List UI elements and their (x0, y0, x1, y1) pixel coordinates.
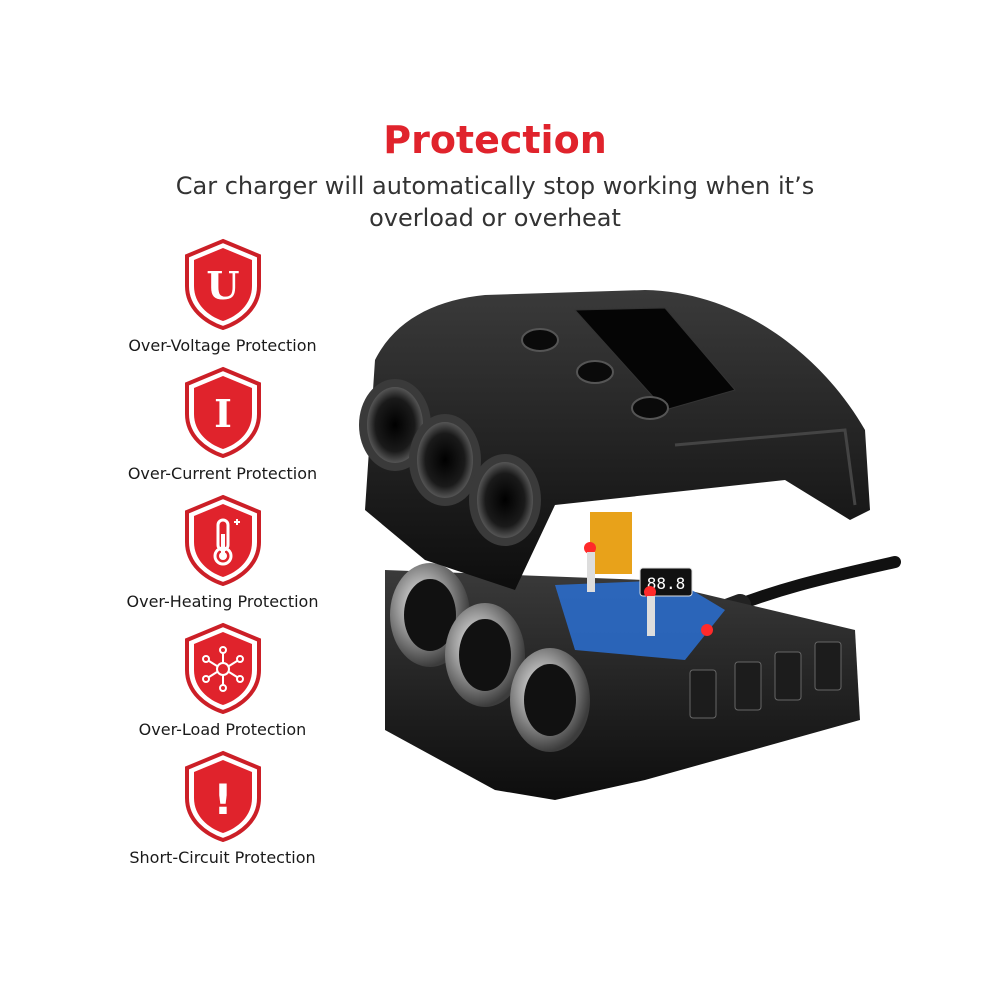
shield-glyph: U (206, 263, 239, 308)
page-title: Protection (383, 118, 607, 162)
circuit-board: 88.8 (555, 512, 725, 660)
shield-glyph: I (214, 391, 232, 436)
lower-sockets (390, 563, 590, 752)
feature-label: Short-Circuit Protection (129, 848, 316, 867)
feature-over-current: I Over-Current Protection (110, 366, 335, 483)
shield-network-icon (184, 622, 261, 714)
display-readout: 88.8 (647, 574, 686, 593)
page-subtitle: Car charger will automatically stop work… (0, 170, 990, 234)
shield-glyph: ! (213, 775, 232, 824)
shield-thermometer-icon (184, 494, 261, 586)
feature-over-voltage: U Over-Voltage Protection (110, 238, 335, 355)
subtitle-line-2: overload or overheat (369, 204, 621, 232)
feature-label: Over-Voltage Protection (128, 336, 317, 355)
upper-sockets (359, 379, 541, 546)
upper-housing (359, 290, 870, 590)
car-charger-illustration: 88.8 (359, 290, 901, 800)
usb-ports (689, 641, 842, 719)
lcd-window (573, 307, 736, 411)
shield-exclamation-icon: ! (184, 750, 261, 842)
subtitle-line-1: Car charger will automatically stop work… (175, 172, 815, 200)
lower-housing: 88.8 (385, 512, 860, 800)
feature-label: Over-Current Protection (127, 464, 318, 483)
switch-buttons (521, 328, 669, 420)
indicator-led (701, 624, 713, 636)
shield-u-icon: U (184, 238, 261, 330)
feature-short-circuit: ! Short-Circuit Protection (110, 750, 335, 867)
indicator-led (584, 542, 596, 554)
indicator-led (644, 586, 656, 598)
feature-label: Over-Load Protection (138, 720, 307, 739)
feature-label: Over-Heating Protection (126, 592, 319, 611)
feature-over-load: Over-Load Protection (110, 622, 335, 739)
feature-over-heating: Over-Heating Protection (110, 494, 335, 611)
shield-i-icon: I (184, 366, 261, 458)
